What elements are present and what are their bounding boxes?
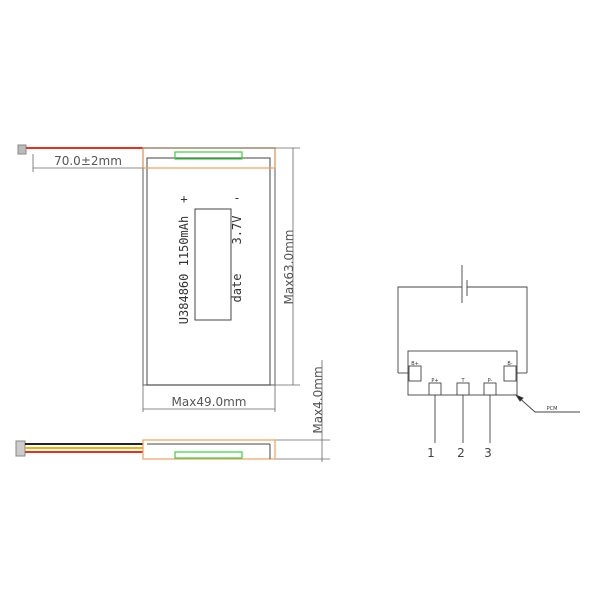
pin-2: 2 bbox=[457, 446, 465, 460]
pad-p-plus: P+ bbox=[431, 378, 438, 384]
side-pcb bbox=[174, 451, 243, 459]
battery-side-view bbox=[15, 439, 276, 460]
height-dim: Max63.0mm bbox=[282, 230, 296, 305]
dimension-lines bbox=[32, 147, 330, 462]
battery-top-view: U384860 1150mAh + - 3.7V date bbox=[17, 144, 276, 386]
date-text: date bbox=[230, 274, 244, 303]
connector bbox=[17, 144, 27, 155]
pcm-circuit bbox=[397, 265, 580, 443]
battery-body bbox=[142, 147, 276, 386]
side-connector bbox=[15, 440, 26, 457]
label-box bbox=[194, 208, 232, 321]
thickness-dim: Max4.0mm bbox=[311, 366, 325, 433]
positive-mark: + bbox=[180, 192, 187, 206]
pin-3: 3 bbox=[484, 446, 492, 460]
cell-outline bbox=[146, 157, 271, 386]
pad-b-plus: B+ bbox=[411, 361, 419, 367]
side-body bbox=[142, 439, 276, 460]
pcb-board bbox=[174, 151, 243, 160]
pad-b-minus: B- bbox=[507, 361, 512, 367]
wire-length-dim: 70.0±2mm bbox=[54, 154, 122, 168]
voltage-text: 3.7V bbox=[230, 216, 244, 245]
pin-1: 1 bbox=[427, 446, 435, 460]
model-capacity-text: U384860 1150mAh bbox=[177, 216, 191, 324]
pad-t: T bbox=[460, 378, 465, 384]
negative-mark: - bbox=[233, 191, 240, 205]
width-dim: Max49.0mm bbox=[172, 395, 247, 409]
pcm-label: PCM bbox=[547, 406, 558, 412]
pad-p-minus: P- bbox=[488, 378, 493, 384]
